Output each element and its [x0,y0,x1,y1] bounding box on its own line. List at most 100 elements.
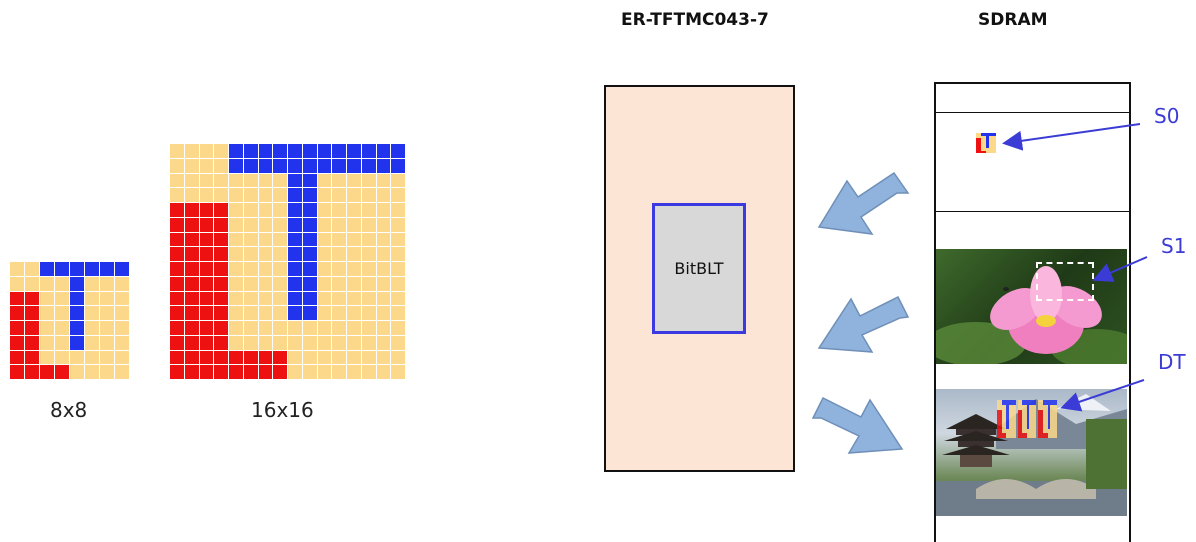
pixel-cell [1006,400,1009,405]
pixel-cell [288,217,303,233]
pixel-cell [983,143,986,146]
pixel-cell [1049,423,1053,429]
pixel-cell [347,262,362,277]
pixel-cell [978,135,981,138]
pixel-cell [302,188,318,203]
pixel-cell [976,148,979,151]
pixel-cell [1003,423,1007,429]
pixel-cell [115,262,130,277]
pixel-cell [1047,414,1050,419]
pixel-cell [40,321,55,336]
pixel-cell [347,158,362,174]
pixel-cell [214,335,229,351]
pixel-cell [1054,409,1057,415]
pixel-cell [214,350,229,366]
pixel-cell [55,335,70,351]
pixel-cell [170,203,185,218]
pixel-cell [993,135,996,138]
pixel-cell [302,217,318,233]
pixel-cell [376,321,392,336]
pixel-cell [317,217,333,233]
pixel-cell [978,140,981,143]
pixel-cell [229,158,244,174]
pixel-cell [243,158,259,174]
pixel-cell [1052,404,1055,410]
pixel-cell [100,291,115,307]
pixel-cell [1033,400,1037,405]
pixel-cell [1001,414,1004,419]
pixel-cell [170,276,185,292]
pixel-cell [1052,414,1055,419]
pixel-cell [1003,419,1007,424]
pixel-cell [199,217,215,233]
pixel-cell [1008,400,1011,405]
pixel-cell [199,247,215,262]
pixel-cell [988,150,991,153]
pixel-cell [170,321,185,336]
pixel-cell [1008,409,1011,415]
pixel-cell [391,173,406,189]
pixel-cell [40,291,55,307]
pixel-cell [1031,400,1034,405]
pixel-cell [273,144,288,159]
pixel-cell [243,173,259,189]
pixel-cell [391,188,406,203]
pixel-cell [199,306,215,321]
pixel-cell [184,217,200,233]
pixel-cell [1045,409,1048,415]
pixel-cell [317,276,333,292]
pixel-cell [258,203,274,218]
pixel-cell [1029,409,1032,415]
pixel-cell [1049,428,1053,434]
pixel-cell [273,203,288,218]
pixel-cell [40,365,55,380]
pixel-cell [229,276,244,292]
pixel-cell [983,133,986,136]
pixel-cell [361,306,377,321]
pixel-cell [55,276,70,292]
pixel-cell [199,335,215,351]
pixel-cell [1001,404,1004,410]
pixel-cell [1052,433,1055,438]
pixel-cell [302,306,318,321]
pixel-cell [999,414,1002,419]
pixel-cell [1019,423,1023,429]
pixel-cell [1001,428,1004,434]
pixel-cell [376,350,392,366]
pixel-cell [1017,409,1020,415]
pixel-cell [1040,409,1043,415]
pixel-cell [986,135,989,138]
pixel-cell [999,404,1002,410]
pixel-cell [170,262,185,277]
pixel-cell [1054,414,1057,419]
pixel-cell [1031,419,1034,424]
pixel-cell [981,140,984,143]
pixel-cell [243,217,259,233]
pixel-cell [85,291,100,307]
pixel-cell [1019,433,1023,438]
pixel-cell [1013,404,1016,410]
dt-sprite [997,400,1016,438]
pixel-cell [302,262,318,277]
pixel-cell [170,350,185,366]
pixel-cell [1031,404,1034,410]
pixel-cell [976,143,979,146]
pixel-cell [976,133,979,136]
pixel-cell [229,365,244,380]
pixel-cell [199,262,215,277]
pixel-cell [1026,423,1030,429]
pixel-cell [1045,400,1048,405]
pixel-cell [10,335,25,351]
pixel-cell [999,419,1002,424]
pixel-cell [1010,414,1014,419]
pixel-cell [184,144,200,159]
pixel-cell [214,276,229,292]
pixel-cell [258,365,274,380]
pixel-cell [1006,419,1009,424]
pixel-cell [1029,423,1032,429]
pixel-cell [1038,414,1041,419]
pixel-cell [302,247,318,262]
pixel-cell [361,276,377,292]
pixel-cell [184,173,200,189]
pixel-cell [1019,404,1023,410]
